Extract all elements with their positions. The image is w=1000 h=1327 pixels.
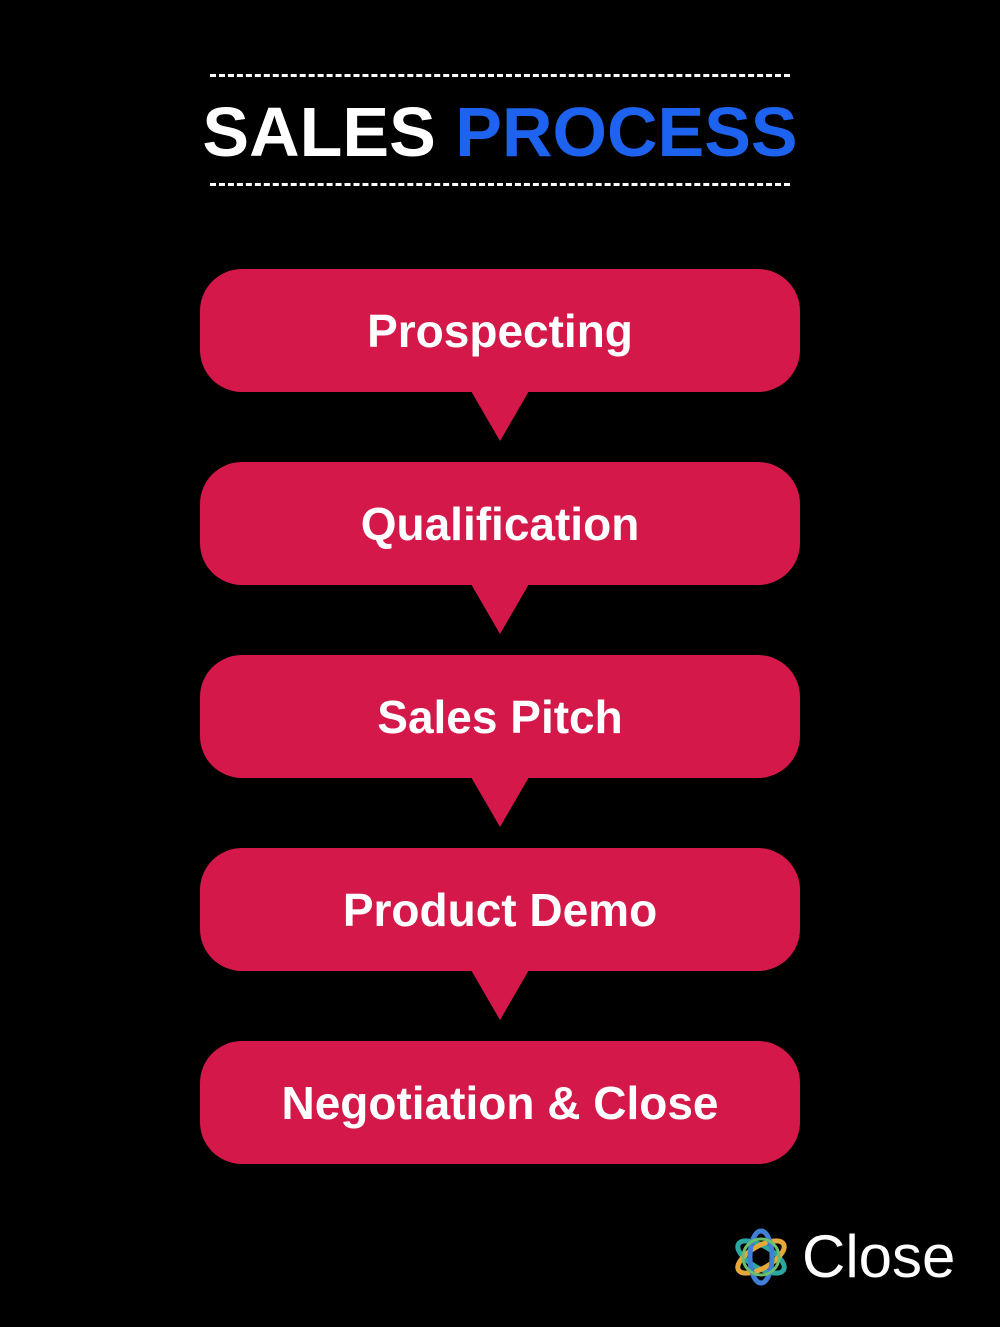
title-dashed-rule-bottom [210,183,790,186]
close-logo-icon [735,1228,787,1286]
brand-logo: Close [730,1222,955,1292]
step-label: Product Demo [342,883,658,936]
title-block: SALES PROCESS [0,0,1000,200]
step-product-demo: Product Demo [200,848,800,971]
step-sales-pitch: Sales Pitch [200,655,800,778]
title-word-process: PROCESS [455,93,798,171]
page-title: SALES PROCESS [0,92,1000,172]
step-label: Sales Pitch [377,690,623,743]
title-dashed-rule-top [210,74,790,77]
step-label: Negotiation & Close [281,1076,719,1129]
title-word-sales: SALES [202,93,436,171]
step-qualification: Qualification [200,462,800,585]
step-label: Prospecting [367,304,633,357]
step-pointer-arrow [471,970,529,1020]
step-pointer-arrow [471,777,529,827]
step-pointer-arrow [471,584,529,634]
step-negotiation-close: Negotiation & Close [200,1041,800,1164]
step-prospecting: Prospecting [200,269,800,392]
step-label: Qualification [360,497,640,550]
logo-wordmark: Close [802,1223,956,1290]
step-pointer-arrow [471,391,529,441]
